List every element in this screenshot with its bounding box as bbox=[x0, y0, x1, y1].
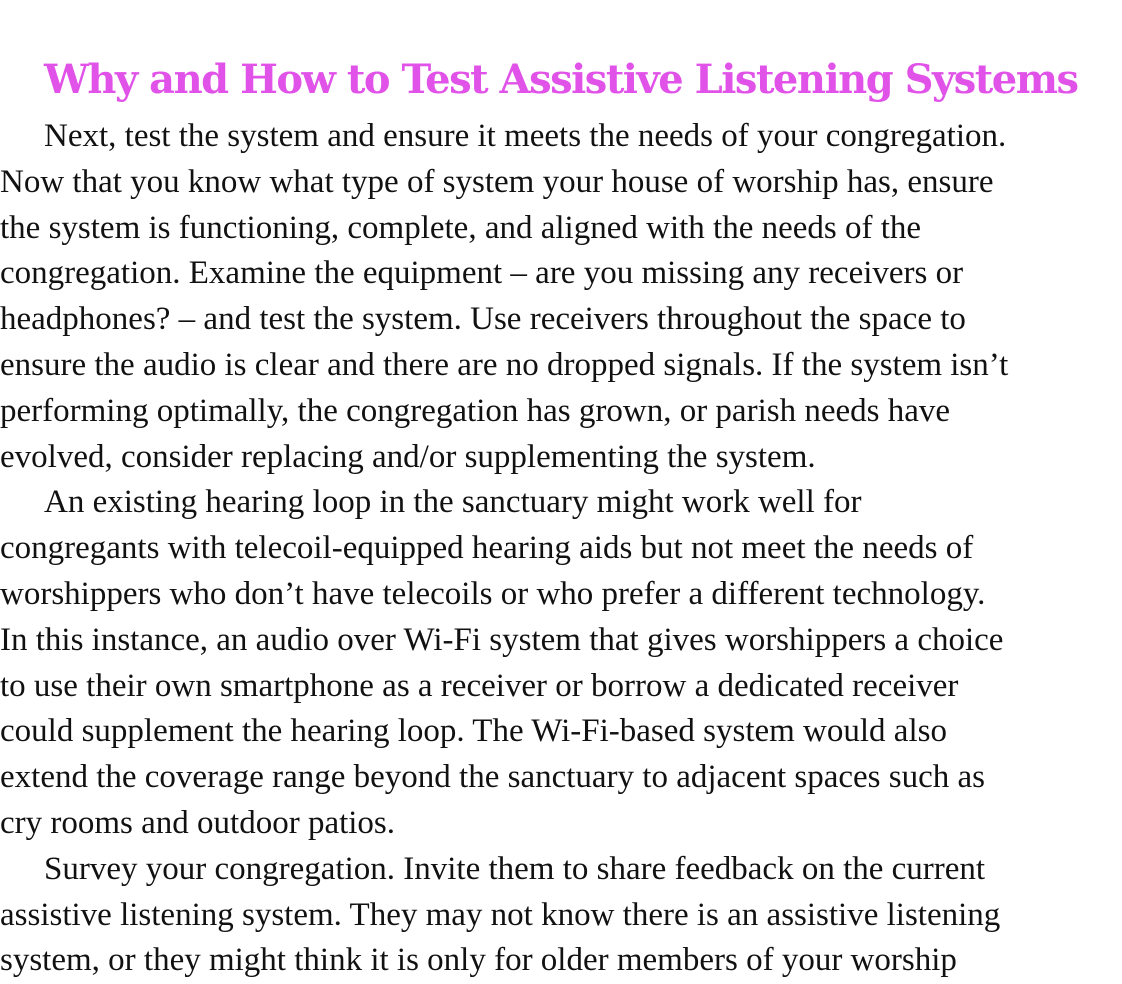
text-line: cry rooms and outdoor patios. bbox=[0, 804, 396, 841]
text-line: to use their own smartphone as a receive… bbox=[0, 667, 959, 704]
text-line: evolved, consider replacing and/or suppl… bbox=[0, 438, 816, 475]
text-line: performing optimally, the congregation h… bbox=[0, 392, 951, 429]
text-line: congregants with telecoil-equipped heari… bbox=[0, 530, 974, 567]
text-line: could supplement the hearing loop. The W… bbox=[0, 713, 947, 750]
text-line: the system is functioning, complete, and… bbox=[0, 209, 922, 246]
text-line: worshippers who don’t have telecoils or … bbox=[0, 575, 986, 612]
text-line: congregation. Examine the equipment – ar… bbox=[0, 255, 964, 292]
paragraph: An existing hearing loop in the sanctuar… bbox=[0, 480, 1122, 846]
text-line: headphones? – and test the system. Use r… bbox=[0, 301, 966, 338]
text-line: extend the coverage range beyond the san… bbox=[0, 759, 985, 796]
text-line: system, or they might think it is only f… bbox=[0, 942, 957, 979]
text-line: Survey your congregation. Invite them to… bbox=[44, 850, 986, 887]
article-heading: Why and How to Test Assistive Listening … bbox=[44, 56, 1079, 103]
paragraph: Next, test the system and ensure it meet… bbox=[0, 114, 1122, 480]
text-line: In this instance, an audio over Wi-Fi sy… bbox=[0, 621, 1004, 658]
text-line: Next, test the system and ensure it meet… bbox=[44, 118, 1007, 154]
article-body: Next, test the system and ensure it meet… bbox=[0, 114, 1122, 984]
text-line: ensure the audio is clear and there are … bbox=[0, 346, 1009, 383]
text-line: An existing hearing loop in the sanctuar… bbox=[44, 484, 862, 521]
text-line: assistive listening system. They may not… bbox=[0, 896, 1001, 933]
text-line: Now that you know what type of system yo… bbox=[0, 163, 994, 200]
paragraph: Survey your congregation. Invite them to… bbox=[0, 847, 1122, 984]
